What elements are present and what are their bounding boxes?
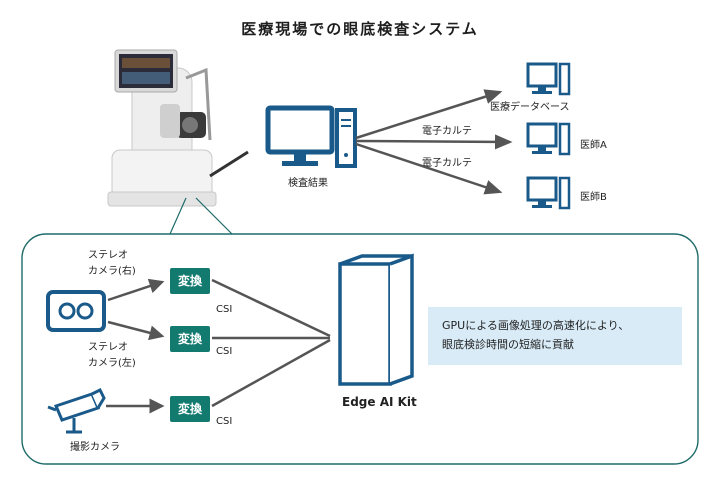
capture-camera-label: 撮影カメラ — [70, 442, 120, 453]
stereo-left-label-line2: カメラ(左) — [88, 358, 136, 369]
output-arrows — [355, 89, 513, 195]
doctor-a-computer-icon — [526, 122, 571, 156]
stereo-camera-icon — [46, 290, 106, 332]
link-label-1: 電子カルテ — [422, 126, 472, 137]
description-line-1: GPUによる画像処理の高速化により、 — [442, 319, 630, 332]
link-label-2: 電子カルテ — [422, 158, 472, 169]
edge-ai-kit-label: Edge AI Kit — [342, 395, 417, 409]
doctor-b-computer-icon — [526, 176, 571, 210]
target-doctor-b-label: 医師B — [580, 192, 607, 203]
pc-label: 検査結果 — [288, 178, 328, 189]
csi-label-3: CSI — [216, 416, 233, 427]
capture-camera-icon — [47, 387, 106, 434]
callout-line-left — [169, 197, 187, 235]
csi-line-1 — [211, 278, 331, 338]
converter-box-3: 変換 — [170, 396, 210, 422]
arrow-stereo-left — [107, 320, 165, 341]
database-computer-icon — [526, 62, 571, 96]
csi-label-1: CSI — [216, 304, 233, 315]
arrow-stereo-right — [107, 278, 165, 302]
target-database-label: 医療データベース — [490, 102, 570, 113]
computer-icon — [265, 105, 357, 168]
description-line-2: 眼底検診時間の短縮に貢献 — [442, 338, 574, 351]
fundus-camera-device — [107, 49, 217, 207]
csi-label-2: CSI — [216, 346, 233, 357]
stereo-left-label-line1: ステレオ — [88, 342, 128, 353]
converter-box-2: 変換 — [170, 326, 210, 352]
stereo-right-label: ステレオ カメラ(右) — [88, 248, 136, 280]
stereo-right-label-line1: ステレオ — [88, 250, 128, 261]
stereo-left-label: ステレオ カメラ(左) — [88, 340, 136, 372]
stereo-right-label-line2: カメラ(右) — [88, 266, 136, 277]
system-detail-panel — [21, 233, 699, 465]
device-pc-link — [209, 150, 249, 178]
callout-line-right — [195, 197, 233, 235]
description-box: GPUによる画像処理の高速化により、 眼底検診時間の短縮に貢献 — [428, 307, 682, 365]
edge-ai-kit-icon — [338, 253, 414, 386]
converter-box-1: 変換 — [170, 268, 210, 294]
page-title: 医療現場での眼底検査システム — [241, 20, 479, 38]
target-doctor-a-label: 医師A — [580, 140, 607, 151]
csi-line-3 — [211, 338, 331, 408]
